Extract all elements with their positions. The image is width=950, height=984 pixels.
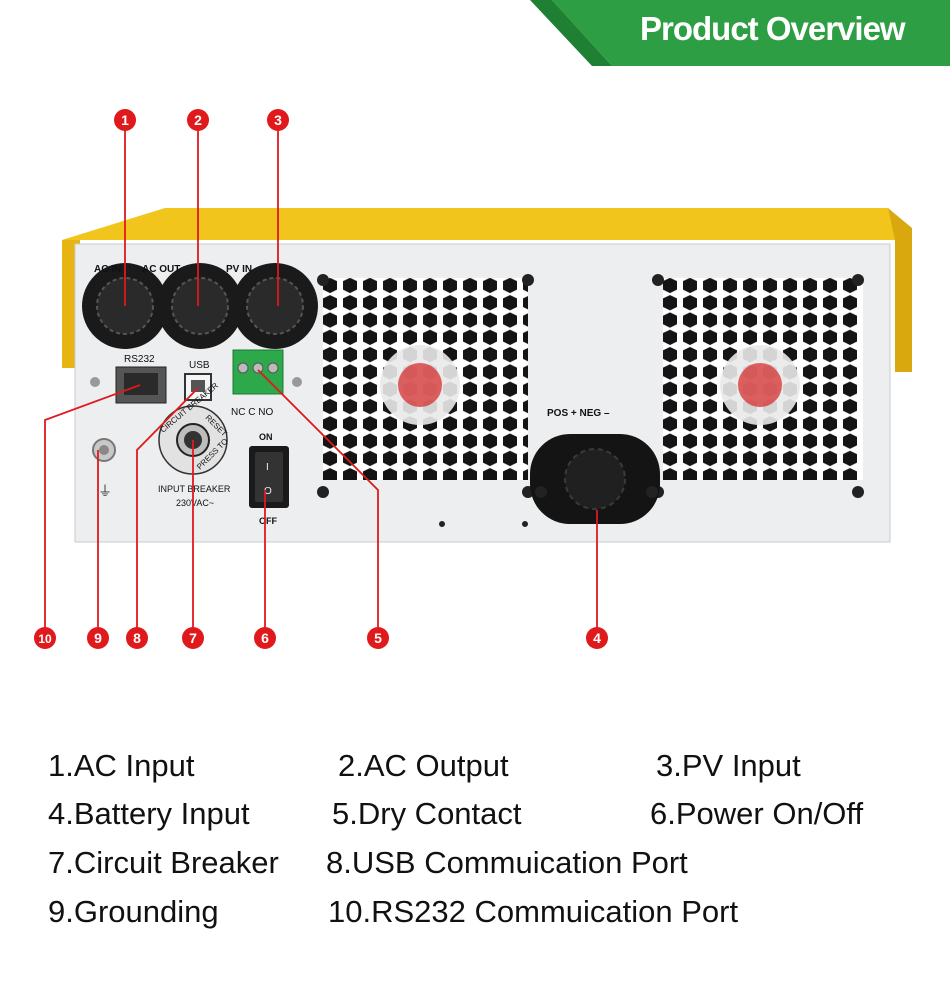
callout-2-number: 2 — [194, 112, 202, 128]
callout-9-number: 9 — [94, 630, 102, 646]
label-pv-in: PV IN — [226, 264, 252, 275]
callout-5-number: 5 — [374, 630, 382, 646]
label-on: ON — [259, 432, 273, 442]
callout-6: 6 — [254, 627, 276, 649]
pv-in-grommet — [232, 263, 318, 349]
callout-5: 5 — [367, 627, 389, 649]
callout-10: 10 — [34, 627, 56, 649]
callout-1: 1 — [114, 109, 136, 131]
callout-4: 4 — [586, 627, 608, 649]
callout-1-number: 1 — [121, 112, 129, 128]
label-off: OFF — [259, 516, 277, 526]
legend-item-2: 2.AC Output — [338, 748, 509, 783]
label-ac-in: AC IN — [94, 264, 121, 275]
legend-item-5: 5.Dry Contact — [332, 796, 522, 831]
label-dry-contact: NC C NO — [231, 407, 273, 418]
label-rs232: RS232 — [124, 354, 155, 365]
legend-item-9: 9.Grounding — [48, 894, 219, 929]
callout-9: 9 — [87, 627, 109, 649]
callout-4-number: 4 — [593, 630, 601, 646]
legend-item-3: 3.PV Input — [656, 748, 801, 783]
switch-on-mark: I — [266, 462, 269, 473]
callout-3: 3 — [267, 109, 289, 131]
ac-out-grommet — [157, 263, 243, 349]
label-ac-out: AC OUT — [142, 264, 180, 275]
label-battery: POS + NEG – — [547, 408, 610, 419]
ground-symbol: ⏚ — [98, 483, 112, 499]
legend-item-10: 10.RS232 Commuication Port — [328, 894, 739, 929]
legend-item-7: 7.Circuit Breaker — [48, 845, 279, 880]
header-banner — [530, 0, 950, 66]
left-fan-grille — [317, 274, 534, 498]
label-input-breaker: INPUT BREAKER — [158, 484, 231, 494]
label-usb: USB — [189, 360, 210, 371]
callout-6-number: 6 — [261, 630, 269, 646]
callout-3-number: 3 — [274, 112, 282, 128]
right-fan-grille — [652, 274, 864, 498]
legend-item-4: 4.Battery Input — [48, 796, 250, 831]
page-title: Product Overview — [640, 10, 906, 47]
callout-2: 2 — [187, 109, 209, 131]
legend-item-6: 6.Power On/Off — [650, 796, 864, 831]
legend-item-1: 1.AC Input — [48, 748, 195, 783]
callout-leader-lines — [44, 120, 598, 638]
inverter-rear-panel-figure: AC IN AC OUT PV IN RS232 USB NC C NO ⏚ C… — [34, 109, 912, 649]
switch-off-mark: O — [264, 486, 272, 497]
grounding-stud — [92, 438, 116, 462]
label-breaker-rating: 230VAC~ — [176, 498, 214, 508]
callout-8: 8 — [126, 627, 148, 649]
callout-7-number: 7 — [189, 630, 197, 646]
callout-8-number: 8 — [133, 630, 141, 646]
callout-10-number: 10 — [38, 632, 52, 646]
callout-7: 7 — [182, 627, 204, 649]
legend-item-8: 8.USB Commuication Port — [326, 845, 688, 880]
